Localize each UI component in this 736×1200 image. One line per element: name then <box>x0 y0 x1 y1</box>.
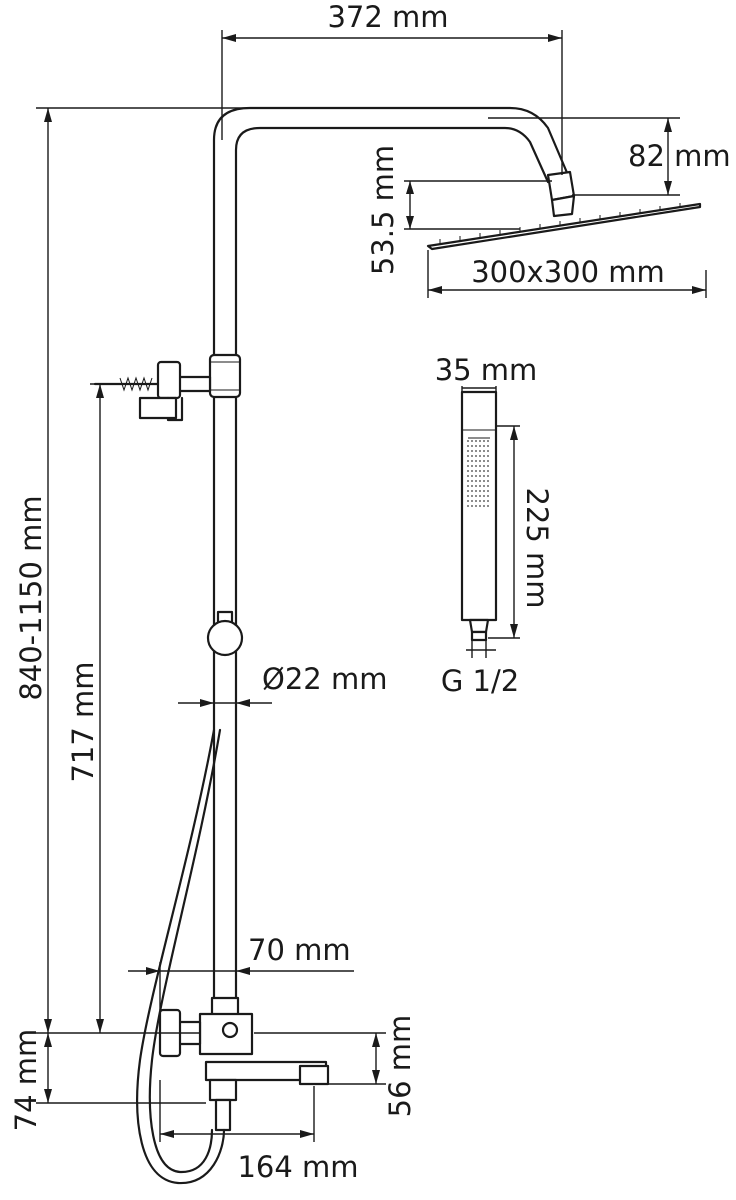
label-total-height: 840-1150 mm <box>14 495 48 700</box>
dim-hand-width <box>461 386 497 392</box>
dim-head-height <box>488 117 680 196</box>
dim-hand-length <box>488 425 520 639</box>
upper-collar <box>208 353 242 399</box>
dim-rail-height <box>90 383 140 1033</box>
label-head-size: 300x300 mm <box>471 255 665 289</box>
label-pipe-diameter: Ø22 mm <box>262 662 387 696</box>
riser-pipe <box>212 106 570 1002</box>
shower-hose <box>136 728 226 1185</box>
riser-pipe-outer <box>212 106 570 1002</box>
hand-shower-holder <box>206 610 244 657</box>
dim-mixer-offset <box>128 962 354 1010</box>
label-hand-width: 35 mm <box>435 353 538 387</box>
hand-shower <box>460 390 498 642</box>
overhead-shower-head <box>426 170 702 251</box>
label-spout-height: 56 mm <box>383 1015 417 1118</box>
dim-spout-length <box>159 1080 315 1142</box>
label-mixer-offset: 70 mm <box>248 933 351 967</box>
label-spout-length: 164 mm <box>237 1150 358 1184</box>
dim-thread <box>466 640 496 658</box>
dim-head-size <box>427 250 707 298</box>
label-head-height: 82 mm <box>628 139 731 173</box>
label-rail-height: 717 mm <box>66 661 100 782</box>
dim-head-thickness <box>404 180 552 230</box>
label-head-reach: 372 mm <box>327 0 448 34</box>
riser-pipe-inner <box>234 126 550 1002</box>
dim-bottom-offset <box>36 1033 206 1104</box>
dim-pipe-diameter <box>178 690 272 712</box>
wall-bracket <box>93 360 212 422</box>
label-hand-length: 225 mm <box>520 487 554 608</box>
label-thread: G 1/2 <box>441 664 519 698</box>
label-bottom-offset: 74 mm <box>9 1029 43 1132</box>
label-head-thickness: 53.5 mm <box>366 145 400 275</box>
dim-spout-height <box>254 1032 386 1085</box>
mixer-body <box>158 996 330 1132</box>
dim-head-reach <box>221 30 563 175</box>
dim-total-height <box>36 107 250 1034</box>
